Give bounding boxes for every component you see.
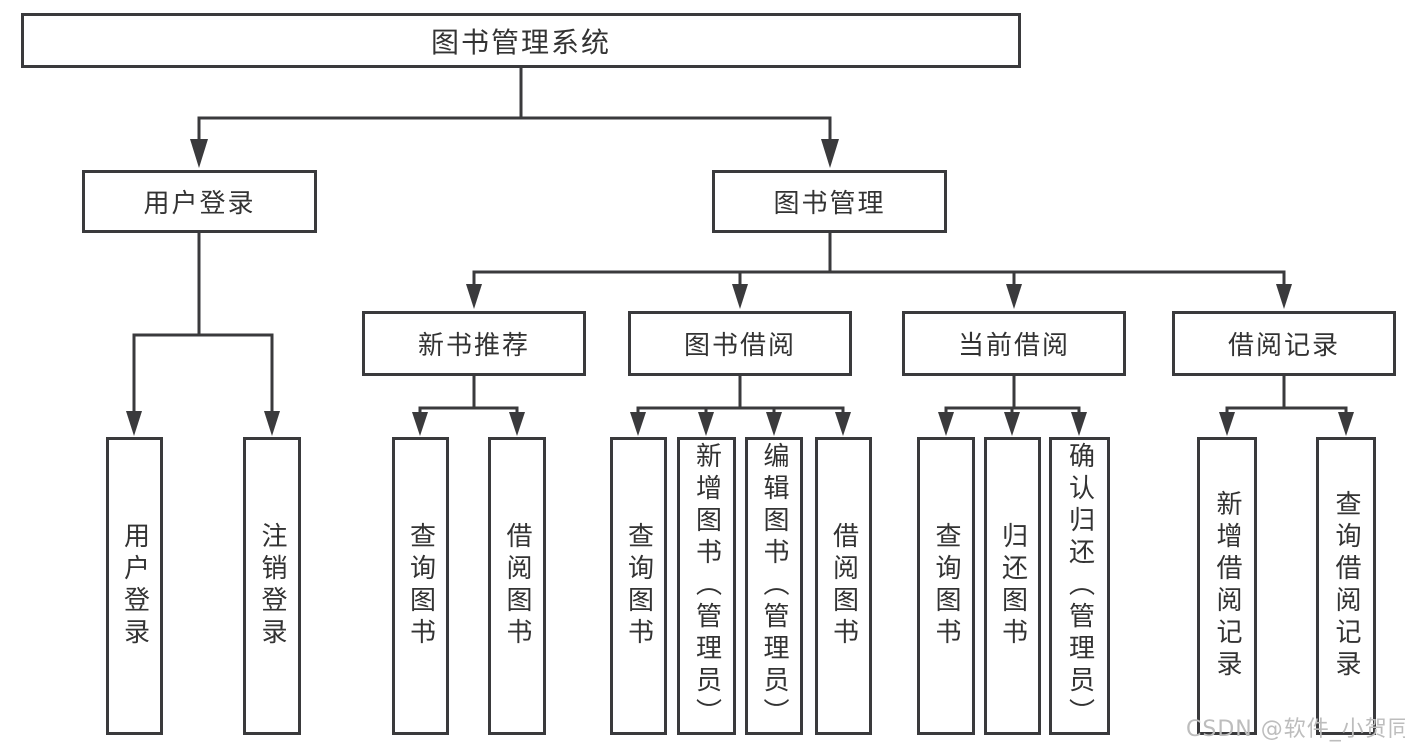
node-label: 归还图书: [997, 522, 1028, 650]
node-book-management: 图书管理: [712, 170, 947, 233]
node-label: 借阅图书: [828, 522, 859, 650]
connector-borrow-records-children: [1219, 374, 1354, 436]
node-borrowing-records: 借阅记录: [1172, 311, 1396, 376]
connector-root-to-level2: [190, 65, 839, 168]
node-current-borrowing: 当前借阅: [902, 311, 1126, 376]
leaf-query-borrow-record: 查询借阅记录: [1316, 437, 1376, 735]
leaf-add-book-admin: 新增图书（管理员）: [677, 437, 736, 735]
connector-book-management-children: [466, 231, 1292, 309]
node-user-login: 用户登录: [82, 170, 317, 233]
connector-user-login-children: [126, 231, 280, 436]
node-label: 查询图书: [931, 522, 961, 650]
node-label: 借阅图书: [502, 522, 532, 650]
leaf-edit-book-admin: 编辑图书（管理员）: [745, 437, 803, 735]
leaf-add-borrow-record: 新增借阅记录: [1197, 437, 1257, 735]
node-book-borrowing: 图书借阅: [628, 311, 852, 376]
leaf-confirm-return-admin: 确认归还（管理员）: [1049, 437, 1110, 735]
leaf-query-books-current: 查询图书: [917, 437, 975, 735]
leaf-query-books-borrow: 查询图书: [610, 437, 667, 735]
node-label: 图书管理: [773, 189, 886, 219]
leaf-logout: 注销登录: [243, 437, 301, 735]
node-label: 用户登录: [119, 522, 150, 650]
node-label: 新增借阅记录: [1212, 490, 1242, 682]
leaf-borrow-books: 借阅图书: [815, 437, 872, 735]
node-library-management-system: 图书管理系统: [21, 13, 1021, 68]
node-new-book-recommendation: 新书推荐: [362, 311, 586, 376]
connector-current-borrow-children: [938, 374, 1087, 436]
node-label: 新书推荐: [417, 331, 530, 361]
node-label: 图书管理系统: [430, 25, 611, 59]
csdn-watermark: CSDN @软件_小贺同学: [1186, 717, 1405, 742]
node-label: 查询借阅记录: [1331, 490, 1361, 682]
node-label: 借阅记录: [1227, 331, 1340, 361]
leaf-query-books-recommend: 查询图书: [392, 437, 449, 735]
node-label: 当前借阅: [957, 331, 1070, 361]
node-label: 用户登录: [143, 189, 256, 219]
node-label: 确认归还（管理员）: [1064, 442, 1095, 730]
node-label: 查询图书: [405, 522, 436, 650]
node-label: 图书借阅: [683, 331, 796, 361]
leaf-borrow-books-recommend: 借阅图书: [488, 437, 546, 735]
connector-book-borrow-children: [630, 374, 851, 436]
leaf-user-login: 用户登录: [106, 437, 163, 735]
node-label: 注销登录: [257, 522, 287, 650]
node-label: 查询图书: [623, 522, 654, 650]
leaf-return-book: 归还图书: [984, 437, 1041, 735]
node-label: 编辑图书（管理员）: [759, 442, 789, 730]
node-label: 新增图书（管理员）: [691, 442, 722, 730]
connector-new-book-children: [412, 374, 525, 436]
